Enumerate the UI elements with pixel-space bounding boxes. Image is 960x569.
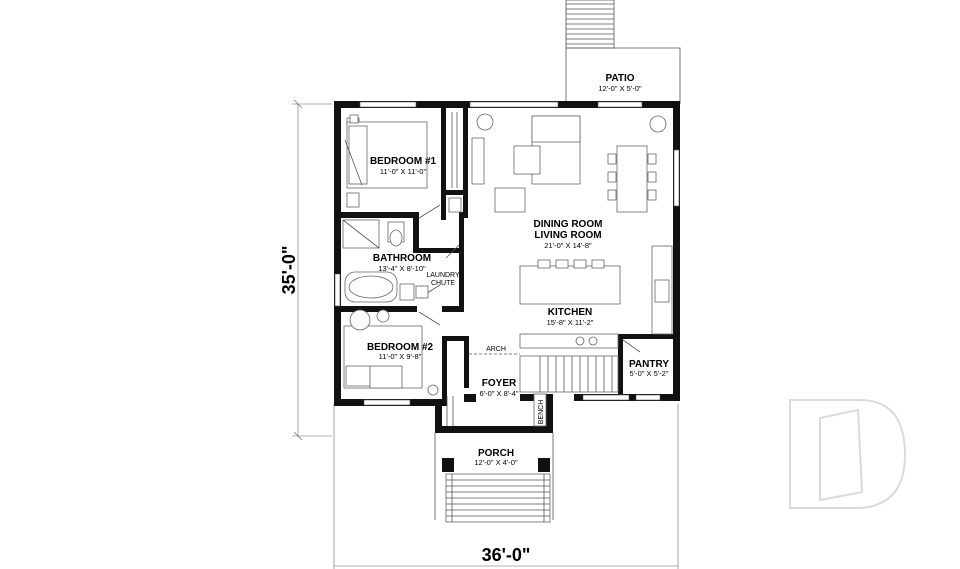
patio-size: 12'-0" X 5'-0" (598, 84, 642, 93)
doors (418, 204, 641, 426)
foyer-name: FOYER (482, 378, 517, 389)
bathroom-name: BATHROOM (373, 253, 431, 264)
bedroom1-furniture (344, 114, 428, 208)
kitchen-name: KITCHEN (548, 307, 592, 318)
depth-dimension (292, 99, 332, 441)
living-size: 21'-0" X 14'-8" (544, 241, 592, 250)
depth-label: 35'-0" (279, 246, 299, 295)
bedroom1-name: BEDROOM #1 (370, 156, 437, 167)
pantry-size: 5'-0" X 5'-2" (629, 369, 668, 378)
closet (448, 112, 462, 213)
width-dimension (333, 404, 679, 569)
bedroom2-furniture (343, 309, 439, 396)
kitchen-fixtures (519, 245, 673, 349)
bedroom2-size: 11'-0" X 9'-8" (379, 352, 422, 361)
bedroom2-name: BEDROOM #2 (367, 342, 434, 353)
bedroom1-size: 11'-0" X 11'-0" (380, 167, 427, 176)
living-furniture (471, 113, 667, 213)
arch-label: ARCH (486, 346, 506, 353)
foyer-size: 6'-0" X 8'-4" (479, 389, 518, 398)
patio-stairs (565, 0, 615, 49)
bench-label: BENCH (538, 400, 545, 425)
windows (334, 101, 680, 406)
living-name-1: DINING ROOM (534, 219, 603, 230)
living-name-2: LIVING ROOM (534, 230, 601, 241)
width-label: 36'-0" (482, 545, 531, 565)
porch-size: 12'-0" X 4'-0" (474, 458, 518, 467)
bathroom-size: 13'-4" X 8'-10" (378, 264, 426, 273)
bathroom-fixtures (342, 219, 429, 303)
patio (565, 47, 681, 104)
porch-name: PORCH (478, 448, 514, 459)
pantry-name: PANTRY (629, 359, 669, 370)
interior-walls (341, 108, 673, 406)
patio-name: PATIO (605, 73, 634, 84)
watermark-logo (789, 399, 907, 509)
laundry-line1: LAUNDRY (426, 272, 460, 279)
foyer-bench (533, 393, 547, 427)
laundry-line2: CHUTE (431, 280, 455, 287)
basement-stairs (519, 355, 619, 393)
porch (434, 433, 554, 523)
kitchen-size: 15'-8" X 11'-2" (547, 318, 594, 327)
